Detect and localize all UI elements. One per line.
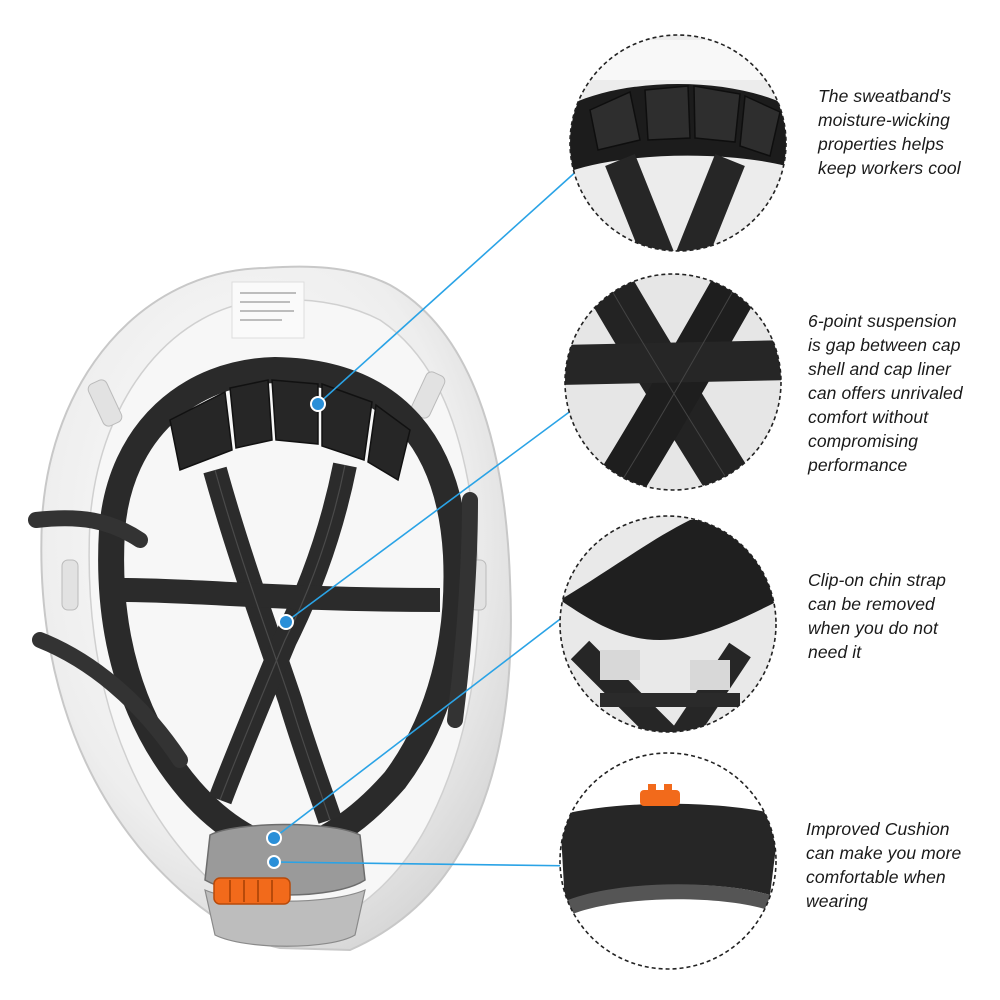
helmet-photo <box>28 265 512 952</box>
chin-strap <box>28 492 478 768</box>
sweatband-pads <box>169 379 411 482</box>
caption-suspension: 6-point suspension is gap between cap sh… <box>808 311 963 475</box>
callout-dot-chin-strap <box>266 830 282 846</box>
shell-label-sticker <box>231 281 305 339</box>
zoom-chin-strap <box>559 515 777 733</box>
callout-dot-suspension <box>278 614 294 630</box>
leader-line-cushion <box>273 861 583 867</box>
caption-chin-strap: Clip-on chin strap can be removed when y… <box>808 570 946 662</box>
cushion-orange-knob <box>640 784 680 806</box>
leader-line-sweatband <box>317 167 581 405</box>
caption-cushion: Improved Cushion can make you more comfo… <box>806 819 962 911</box>
caption-sweatband: The sweatband's moisture-wicking propert… <box>818 86 961 178</box>
zoom-sweatband <box>569 34 787 252</box>
adjuster-knob <box>213 877 291 905</box>
zoom-suspension <box>564 273 782 491</box>
callout-dots <box>266 396 326 869</box>
zoom-cushion <box>559 752 777 970</box>
leader-line-chin-strap <box>273 609 573 839</box>
callout-dot-sweatband <box>310 396 326 412</box>
leader-lines <box>273 167 583 867</box>
leader-line-suspension <box>285 409 573 623</box>
callout-dot-cushion <box>267 855 281 869</box>
